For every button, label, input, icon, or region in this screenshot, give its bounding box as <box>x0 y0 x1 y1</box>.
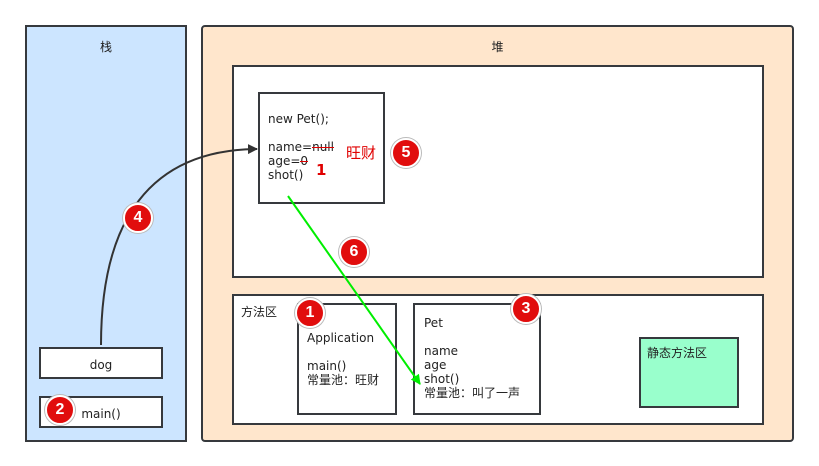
pet-class-constant-pool: 常量池：叫了一声 <box>424 386 521 400</box>
pet-class-shot-method: shot() <box>424 372 460 386</box>
pet-class-age-field: age <box>424 358 447 372</box>
badge-2: 2 <box>45 395 75 425</box>
ctor-line: new Pet(); <box>268 112 329 126</box>
name-field: name=null <box>268 140 334 154</box>
badge-6: 6 <box>339 237 369 267</box>
application-name: Application <box>307 331 375 345</box>
dog-label: dog <box>89 358 113 372</box>
heap-title: 堆 <box>491 40 504 54</box>
shot-method: shot() <box>268 168 304 182</box>
application-constant-pool: 常量池：旺财 <box>307 373 380 387</box>
pet-object-fields: new Pet(); name=null age=0 shot() <box>268 112 334 182</box>
pet-class-name-field: name <box>424 344 459 358</box>
pet-class-name: Pet <box>424 316 443 330</box>
pet-class-text: Pet name age shot() 常量池：叫了一声 <box>424 316 520 400</box>
dog-reference-arrow <box>100 144 258 346</box>
badge-4: 4 <box>123 203 153 233</box>
dog-variable-box <box>39 347 163 379</box>
name-old-value: null <box>312 140 334 154</box>
name-new-value: 旺财 <box>346 144 377 162</box>
age-field: age=0 <box>268 154 334 168</box>
age-new-value: 1 <box>316 161 327 179</box>
stack-title: 栈 <box>99 40 112 54</box>
application-main: main() <box>307 359 347 373</box>
badge-5: 5 <box>391 138 421 168</box>
age-key: age= <box>268 154 301 168</box>
shot-method-link-arrow <box>287 195 421 385</box>
badge-3: 3 <box>511 294 541 324</box>
static-method-area-box <box>639 337 739 408</box>
main-label: main() <box>81 407 121 421</box>
method-area-title: 方法区 <box>241 305 278 319</box>
badge-1: 1 <box>295 298 325 328</box>
name-key: name= <box>268 140 313 154</box>
static-area-label: 静态方法区 <box>647 346 708 360</box>
application-class-text: Application main() 常量池：旺财 <box>307 331 379 387</box>
age-old-value: 0 <box>300 154 309 168</box>
